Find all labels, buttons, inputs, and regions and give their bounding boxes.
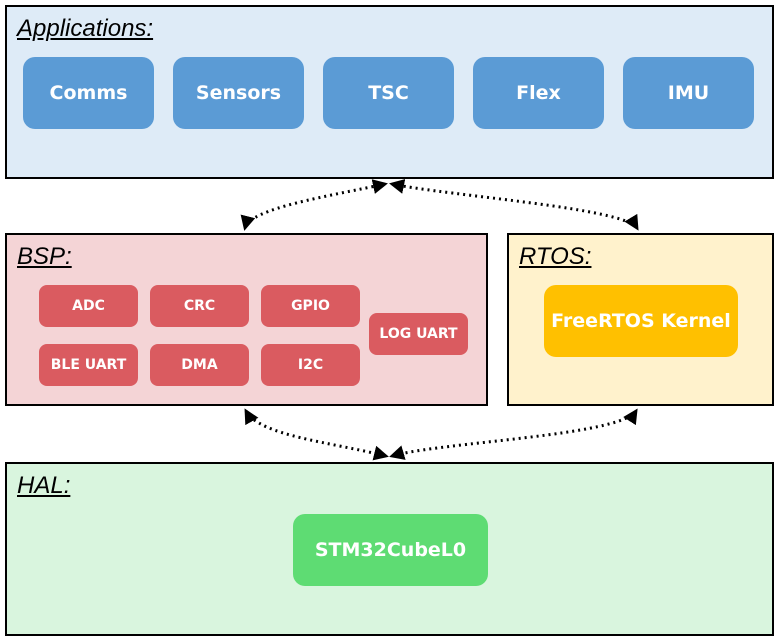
bsp-block-ble-uart: BLE UART <box>39 344 138 386</box>
bsp-block-adc: ADC <box>39 285 138 327</box>
bsp-block-crc: CRC <box>150 285 249 327</box>
bsp-block-gpio: GPIO <box>261 285 360 327</box>
arrow-applications-rtos <box>389 179 639 231</box>
app-block-flex: Flex <box>473 57 604 129</box>
bsp-layer: BSP: ADC CRC GPIO BLE UART DMA I2C LOG U… <box>5 233 488 406</box>
bsp-title: BSP: <box>17 243 72 270</box>
applications-layer: Applications: Comms Sensors TSC Flex IMU <box>5 5 774 179</box>
hal-block-stm32cubel0: STM32CubeL0 <box>293 514 488 586</box>
rtos-layer: RTOS: FreeRTOS Kernel <box>507 233 774 406</box>
arrow-bsp-hal <box>244 408 389 461</box>
app-block-sensors: Sensors <box>173 57 304 129</box>
app-block-comms: Comms <box>23 57 154 129</box>
hal-layer: HAL: STM32CubeL0 <box>5 462 774 636</box>
bsp-block-log-uart: LOG UART <box>369 313 468 355</box>
bsp-block-dma: DMA <box>150 344 249 386</box>
rtos-title: RTOS: <box>519 243 592 270</box>
arrow-rtos-hal <box>389 408 638 460</box>
bsp-block-i2c: I2C <box>261 344 360 386</box>
rtos-block-freertos-kernel: FreeRTOS Kernel <box>544 285 738 357</box>
hal-title: HAL: <box>17 472 71 499</box>
app-block-imu: IMU <box>623 57 754 129</box>
arrow-applications-bsp <box>240 179 388 231</box>
applications-title: Applications: <box>17 15 154 42</box>
app-block-tsc: TSC <box>323 57 454 129</box>
